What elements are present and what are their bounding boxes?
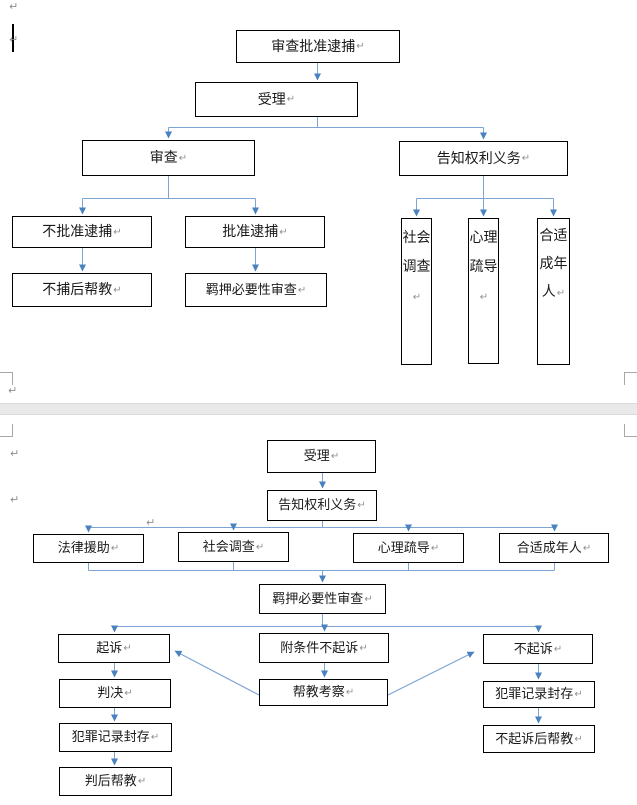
node-label: 受理 xyxy=(257,90,286,107)
node-label: 判决 xyxy=(97,685,124,701)
node-label: 犯罪记录封存 xyxy=(495,686,574,702)
page1-bottom-right-margin-mark xyxy=(624,372,637,385)
paragraph-mark: ↵ xyxy=(345,687,355,698)
paragraph-mark: ↵ xyxy=(10,448,20,460)
paragraph-mark: ↵ xyxy=(412,292,422,303)
node-label: 犯罪记录封存 xyxy=(71,729,150,745)
paragraph-mark: ↵ xyxy=(137,776,147,787)
paragraph-mark: ↵ xyxy=(430,542,440,554)
paragraph-mark: ↵ xyxy=(330,451,340,462)
node-label: 审查 xyxy=(149,149,178,166)
paragraph-mark: ↵ xyxy=(178,152,188,164)
paragraph-mark: ↵ xyxy=(521,153,531,164)
node-label: 告知权利义务 xyxy=(436,149,521,166)
paragraph-mark: ↵ xyxy=(10,494,20,506)
paragraph-mark: ↵ xyxy=(150,732,160,743)
paragraph-mark: ↵ xyxy=(113,284,122,296)
flow2-node-record-sealing-left[interactable]: 犯罪记录封存↵ xyxy=(59,723,172,752)
node-label: 心理疏导 xyxy=(469,229,498,274)
flow2-node-psychological-counseling[interactable]: 心理疏导↵ xyxy=(353,533,464,563)
node-label: 羁押必要性审查 xyxy=(272,590,364,606)
flow1-node-psychological-counseling[interactable]: 心理疏导 ↵ xyxy=(468,218,499,364)
paragraph-mark: ↵ xyxy=(110,543,120,554)
node-label: 心理疏导 xyxy=(377,539,430,555)
node-label: 帮教考察 xyxy=(292,684,345,700)
text-cursor xyxy=(12,24,14,52)
paragraph-mark: ↵ xyxy=(113,226,122,238)
node-label: 判后帮教 xyxy=(84,773,137,789)
node-label: 受理 xyxy=(303,448,330,464)
page2-top-left-margin-mark xyxy=(0,424,13,437)
flow2-node-social-investigation[interactable]: 社会调查↵ xyxy=(178,532,289,562)
flow1-node-approve-arrest[interactable]: 批准逮捕↵ xyxy=(185,216,325,248)
node-label: 起诉 xyxy=(96,640,123,656)
flow2-node-detention-necessity-review[interactable]: 羁押必要性审查↵ xyxy=(259,584,386,614)
flow2-node-legal-aid[interactable]: 法律援助↵ xyxy=(33,534,144,563)
flow2-node-accept[interactable]: 受理↵ xyxy=(267,440,376,473)
paragraph-mark: ↵ xyxy=(582,542,592,554)
flow1-node-review[interactable]: 审查↵ xyxy=(82,140,255,176)
node-label: 审查批准逮捕 xyxy=(271,37,356,54)
node-label: 不起诉 xyxy=(513,640,553,656)
paragraph-mark: ↵ xyxy=(9,34,19,46)
node-label: 合适成年人 xyxy=(516,539,582,555)
paragraph-mark: ↵ xyxy=(123,643,132,654)
paragraph-mark: ↵ xyxy=(574,689,583,700)
paragraph-mark: ↵ xyxy=(556,288,566,299)
paragraph-mark: ↵ xyxy=(124,688,133,699)
flow1-node-help-after-no-arrest[interactable]: 不捕后帮教↵ xyxy=(12,273,152,307)
paragraph-mark: ↵ xyxy=(574,733,583,745)
paragraph-mark: ↵ xyxy=(553,643,563,655)
paragraph-mark: ↵ xyxy=(359,642,368,654)
paragraph-mark: ↵ xyxy=(356,41,365,52)
node-label: 附条件不起诉 xyxy=(280,639,359,655)
flow1-node-appropriate-adult[interactable]: 合适成年人↵ xyxy=(537,218,570,365)
paragraph-mark: ↵ xyxy=(364,593,373,605)
paragraph-mark: ↵ xyxy=(357,500,366,511)
flow2-node-judgment[interactable]: 判决↵ xyxy=(59,679,171,708)
node-label: 不起诉后帮教 xyxy=(495,730,574,746)
node-label: 社会调查 xyxy=(202,538,255,554)
page-break-band xyxy=(0,403,637,415)
flow1-node-disapprove-arrest[interactable]: 不批准逮捕↵ xyxy=(12,216,152,248)
flow1-node-social-investigation[interactable]: 社会调查 ↵ xyxy=(401,218,432,365)
node-label: 不批准逮捕 xyxy=(42,223,113,240)
node-label: 告知权利义务 xyxy=(278,497,357,513)
flow1-node-accept[interactable]: 受理↵ xyxy=(195,82,358,117)
paragraph-mark: ↵ xyxy=(286,94,296,105)
paragraph-mark: ↵ xyxy=(255,541,265,553)
flow2-node-record-sealing-right[interactable]: 犯罪记录封存↵ xyxy=(483,681,595,708)
flow2-node-inform-rights[interactable]: 告知权利义务↵ xyxy=(267,490,377,521)
flow2-node-conditional-non-prosecution[interactable]: 附条件不起诉↵ xyxy=(259,633,389,663)
flow2-node-help-after-non-prosecution[interactable]: 不起诉后帮教↵ xyxy=(483,725,595,753)
paragraph-mark: ↵ xyxy=(9,1,19,13)
paragraph-mark: ↵ xyxy=(8,385,18,397)
flow2-node-prosecute[interactable]: 起诉↵ xyxy=(58,634,170,663)
paragraph-mark: ↵ xyxy=(279,226,288,238)
paragraph-mark: ↵ xyxy=(146,517,156,529)
page2-top-right-margin-mark xyxy=(624,424,637,437)
paragraph-mark: ↵ xyxy=(479,292,489,303)
flow2-node-probation-inspection[interactable]: 帮教考察↵ xyxy=(259,679,388,706)
node-label: 不捕后帮教 xyxy=(42,281,113,298)
node-label: 社会调查 xyxy=(402,229,431,274)
node-label: 合适成年人 xyxy=(539,227,568,299)
flow1-node-inform-rights[interactable]: 告知权利义务↵ xyxy=(399,141,568,176)
page1-bottom-left-margin-mark xyxy=(0,372,13,385)
node-label: 法律援助 xyxy=(57,540,110,556)
flow2-node-non-prosecution[interactable]: 不起诉↵ xyxy=(483,634,593,664)
flow2-node-help-after-judgment[interactable]: 判后帮教↵ xyxy=(59,767,172,796)
flow1-node-review-approve-arrest[interactable]: 审查批准逮捕↵ xyxy=(236,30,400,63)
node-label: 羁押必要性审查 xyxy=(205,281,297,297)
node-label: 批准逮捕 xyxy=(222,223,279,240)
flow2-node-appropriate-adult[interactable]: 合适成年人↵ xyxy=(499,533,609,563)
flow1-node-detention-necessity-review[interactable]: 羁押必要性审查↵ xyxy=(185,273,327,307)
paragraph-mark: ↵ xyxy=(297,284,307,296)
